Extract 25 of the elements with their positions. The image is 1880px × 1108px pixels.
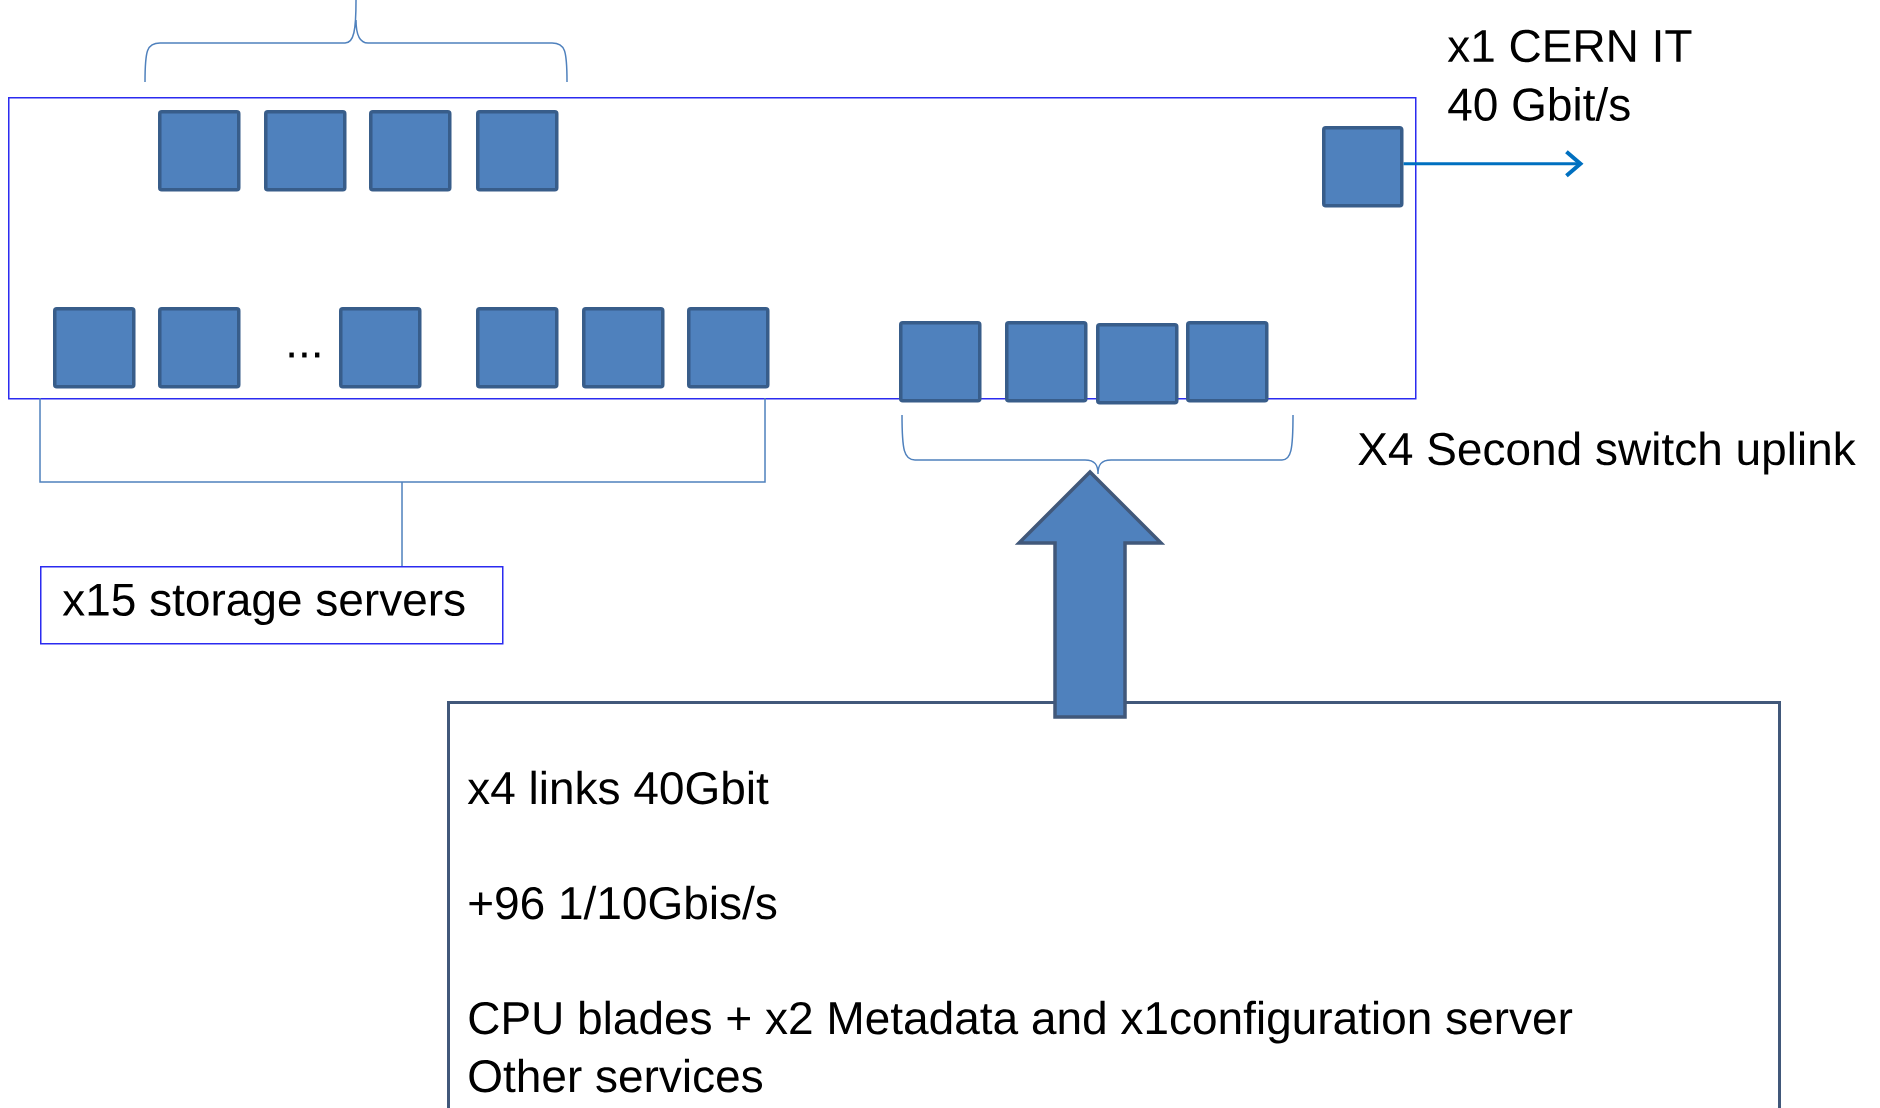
port-square xyxy=(1005,321,1088,403)
port-square xyxy=(158,307,241,389)
port-square xyxy=(339,307,422,389)
text-label: 40 Gbit/s xyxy=(1448,87,1630,121)
port-square xyxy=(476,307,559,389)
text-label: x1 CERN IT xyxy=(1447,29,1692,63)
port-square xyxy=(582,307,665,389)
port-square xyxy=(687,307,770,389)
port-square xyxy=(158,110,241,192)
label-box: x15 storage servers xyxy=(40,566,504,645)
block-arrow xyxy=(1014,469,1166,719)
bracket-line xyxy=(39,397,766,567)
port-square xyxy=(53,307,136,389)
port-square xyxy=(1096,323,1179,405)
ellipsis: ... xyxy=(289,352,320,358)
port-square xyxy=(1186,321,1269,403)
port-square xyxy=(369,110,452,192)
port-square xyxy=(899,321,982,403)
port-square xyxy=(476,110,559,192)
port-square xyxy=(1322,126,1404,208)
text-label: X4 Second switch uplink xyxy=(1358,431,1856,475)
arrow xyxy=(1403,150,1584,178)
switch-box xyxy=(8,97,1417,400)
text-box: x4 links 40Gbit +96 1/10Gbis/s CPU blades + x2 Metadata and x1configuration server Other services xyxy=(447,701,1781,1108)
port-square xyxy=(264,110,347,192)
